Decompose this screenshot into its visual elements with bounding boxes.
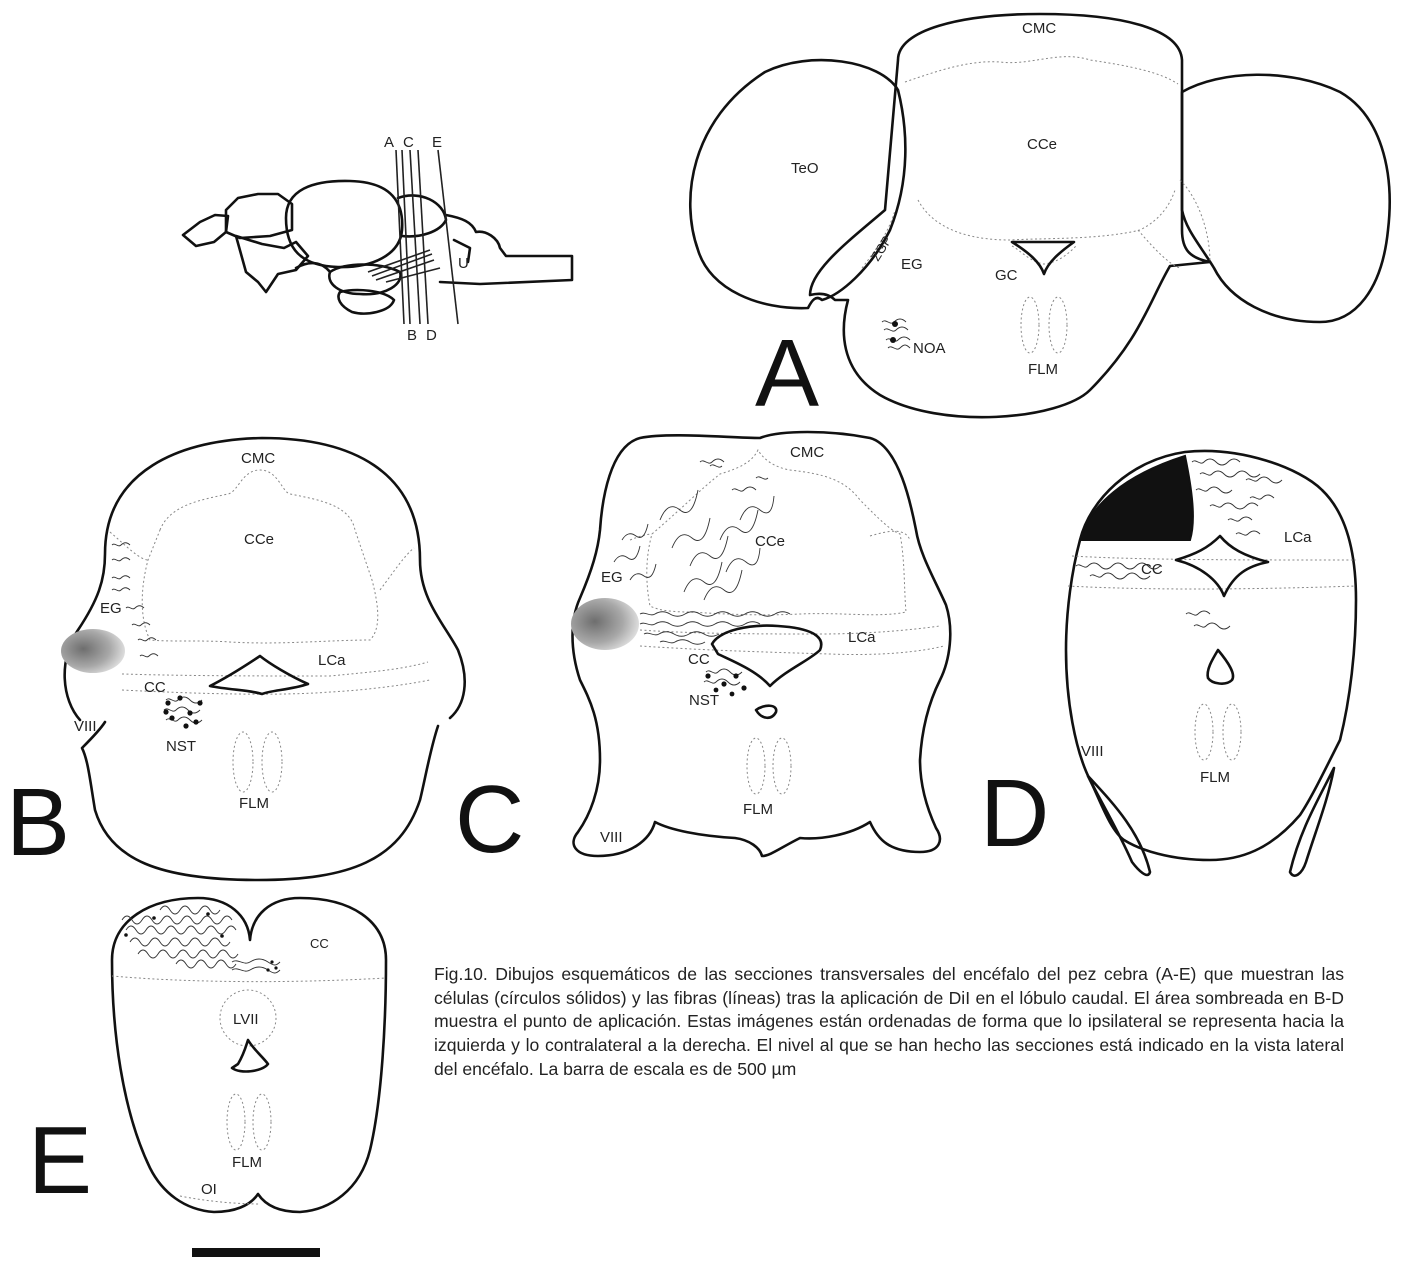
lateral-brain-view: U A C E B D [183, 134, 572, 344]
e-cc-label: CC [310, 936, 329, 951]
section-c: CMC CCe EG LCa CC NST VIII FLM C [455, 432, 950, 873]
c-cce-label: CCe [755, 533, 785, 550]
scale-bar [192, 1248, 320, 1257]
b-cmc-label: CMC [241, 450, 275, 467]
a-teo-label: TeO [791, 160, 819, 177]
figure-caption: Fig.10. Dibujos esquemáticos de las secc… [434, 963, 1344, 1082]
section-e: CC LVII FLM OI E [28, 898, 386, 1214]
c-lca-label: LCa [848, 629, 876, 646]
cut-label-b: B [407, 327, 417, 344]
e-lvii-label: LVII [233, 1011, 259, 1028]
b-dye-application-spot [61, 629, 125, 673]
lateral-u-label: U [458, 255, 469, 272]
a-noa-label: NOA [913, 340, 946, 357]
panel-e-letter: E [28, 1107, 92, 1214]
b-nst-label: NST [166, 738, 196, 755]
d-viii-label: VIII [1081, 743, 1104, 760]
e-flm-label: FLM [232, 1154, 262, 1171]
c-cmc-label: CMC [790, 444, 824, 461]
d-flm-label: FLM [1200, 769, 1230, 786]
b-flm-label: FLM [239, 795, 269, 812]
b-cc-label: CC [144, 679, 166, 696]
panel-c-letter: C [455, 766, 524, 873]
b-lca-label: LCa [318, 652, 346, 669]
d-cc-label: CC [1141, 561, 1163, 578]
a-eg-label: EG [901, 256, 923, 273]
a-gc-label: GC [995, 267, 1018, 284]
cut-label-a: A [384, 134, 394, 151]
cut-label-d: D [426, 327, 437, 344]
b-eg-label: EG [100, 600, 122, 617]
c-eg-label: EG [601, 569, 623, 586]
section-d: LCa CC VIII FLM D [980, 451, 1356, 876]
section-a: CMC CCe TeO ZGP EG GC NOA FLM A [690, 14, 1389, 427]
a-zgp-label: ZGP [868, 233, 895, 264]
d-lca-label: LCa [1284, 529, 1312, 546]
c-cc-label: CC [688, 651, 710, 668]
panel-a-letter: A [755, 320, 819, 427]
c-flm-label: FLM [743, 801, 773, 818]
section-b: CMC CCe EG LCa CC VIII NST FLM B [6, 438, 465, 880]
a-cmc-label: CMC [1022, 20, 1056, 37]
cut-label-c: C [403, 134, 414, 151]
panel-b-letter: B [6, 769, 70, 876]
b-cce-label: CCe [244, 531, 274, 548]
panel-d-letter: D [980, 760, 1049, 867]
b-viii-label: VIII [74, 718, 97, 735]
a-flm-label: FLM [1028, 361, 1058, 378]
cut-label-e: E [432, 134, 442, 151]
c-viii-label: VIII [600, 829, 623, 846]
c-dye-application-spot [571, 598, 639, 650]
c-nst-label: NST [689, 692, 719, 709]
a-cce-label: CCe [1027, 136, 1057, 153]
e-oi-label: OI [201, 1181, 217, 1198]
